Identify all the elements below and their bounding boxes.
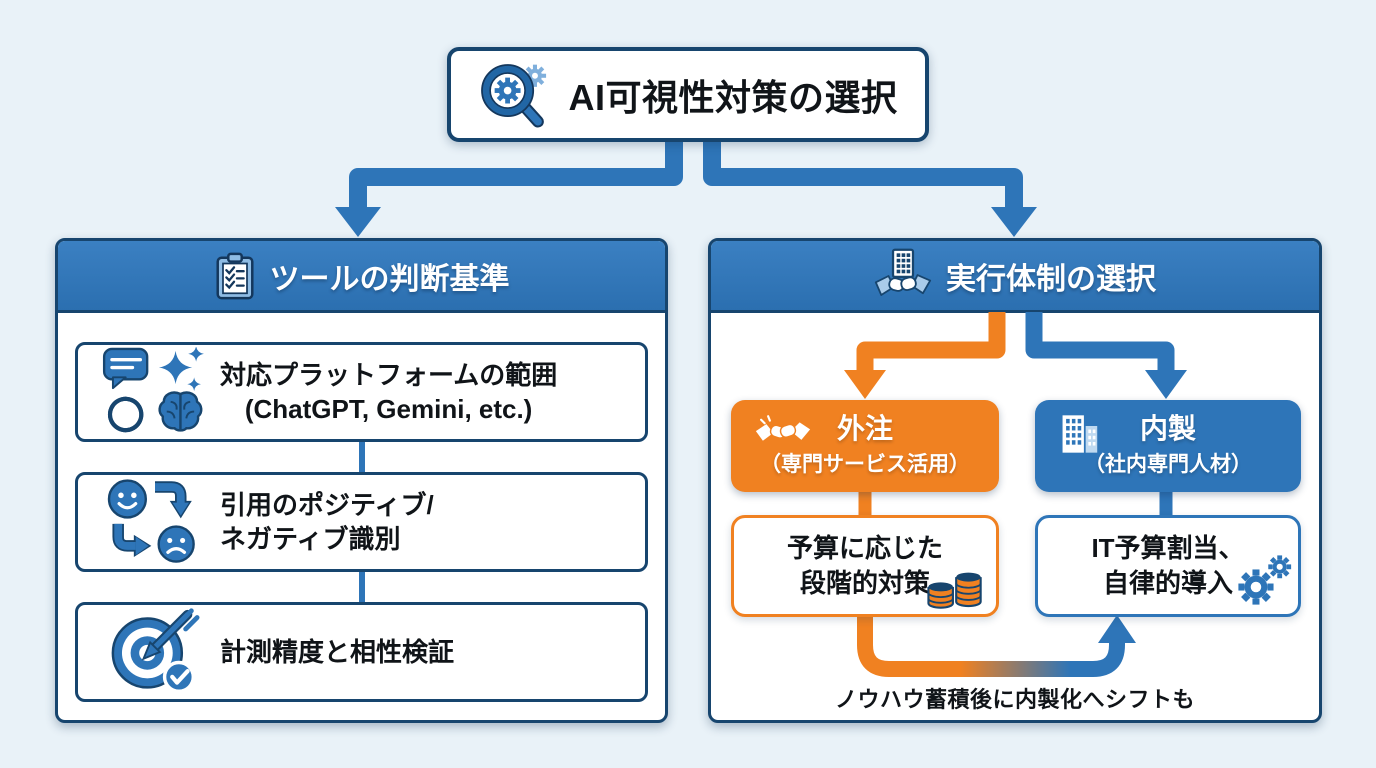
- chat-bubble-icon: [102, 347, 149, 390]
- arrow-down-left-icon: [335, 207, 381, 237]
- sparkles-icon: [158, 347, 204, 392]
- clipboard-checklist-icon: [215, 252, 254, 299]
- inhouse-detail-line2: 自律的導入: [1102, 568, 1233, 598]
- page-title: AI可視性対策の選択: [568, 76, 898, 118]
- execution-header: 実行体制の選択: [711, 241, 1319, 313]
- gears-icon: [1238, 555, 1292, 605]
- outsource-title: 外注: [836, 413, 893, 445]
- inhouse-detail-line1: IT予算割当、: [1091, 532, 1245, 563]
- arrow-down-right-icon: [991, 207, 1037, 237]
- outsource-detail-line1: 予算に応じた: [786, 532, 943, 563]
- outsource-box: 外注 （専門サービス活用）: [731, 400, 999, 492]
- tool-criteria-header: ツールの判断基準: [58, 241, 665, 313]
- inhouse-title: 内製: [1139, 413, 1196, 445]
- criteria-sentiment-line1: 引用のポジティブ/: [220, 489, 434, 520]
- coin-stacks-icon: [927, 572, 982, 609]
- execution-header-label: 実行体制の選択: [946, 262, 1156, 296]
- arrow-to-outsource-icon: [844, 370, 886, 399]
- criteria-platform-line2: (ChatGPT, Gemini, etc.): [244, 394, 533, 424]
- openai-logo-icon: [108, 396, 144, 433]
- happy-face-icon: [107, 479, 147, 519]
- root-title-box: AI可視性対策の選択: [447, 47, 929, 142]
- criteria-platform-box: 対応プラットフォームの範囲 (ChatGPT, Gemini, etc.): [75, 342, 648, 442]
- execution-panel: 実行体制の選択: [708, 238, 1322, 723]
- swap-arrow-right-icon: [112, 523, 152, 557]
- execution-arrows: [844, 312, 1187, 677]
- inhouse-detail-box: IT予算割当、 自律的導入: [1035, 515, 1301, 617]
- criteria-connector-1: [358, 442, 365, 472]
- inhouse-subtitle: （社内専門人材）: [1084, 452, 1252, 476]
- shift-footnote: ノウハウ蓄積後に内製化へシフトも: [834, 687, 1195, 712]
- handshake-icon: [755, 415, 811, 441]
- shift-arrow-head-icon: [1098, 615, 1136, 643]
- outsource-detail-box: 予算に応じた 段階的対策: [731, 515, 999, 617]
- outsource-subtitle: （専門サービス活用）: [760, 452, 970, 476]
- tool-criteria-header-label: ツールの判断基準: [269, 262, 510, 296]
- criteria-accuracy-line1: 計測精度と相性検証: [220, 636, 455, 667]
- inhouse-box: 内製 （社内専門人材）: [1035, 400, 1301, 492]
- swap-arrow-down-icon: [155, 481, 192, 519]
- criteria-accuracy-box: 計測精度と相性検証: [75, 602, 648, 702]
- target-arrow-check-icon: [111, 608, 200, 693]
- platform-icons: [102, 347, 204, 433]
- criteria-sentiment-box: 引用のポジティブ/ ネガティブ識別: [75, 472, 648, 572]
- building-handshake-icon: [874, 248, 932, 296]
- sentiment-icons: [107, 479, 195, 563]
- criteria-platform-line1: 対応プラットフォームの範囲: [220, 359, 558, 390]
- brain-icon: [158, 391, 203, 432]
- magnifier-gear-icon: [481, 63, 547, 128]
- arrow-to-inhouse-icon: [1145, 370, 1187, 399]
- criteria-connector-2: [358, 572, 365, 602]
- outsource-detail-line2: 段階的対策: [799, 568, 930, 598]
- sad-face-icon: [157, 525, 195, 563]
- tool-criteria-panel: ツールの判断基準: [55, 238, 668, 723]
- criteria-sentiment-line2: ネガティブ識別: [220, 524, 401, 554]
- office-buildings-icon: [1062, 415, 1098, 453]
